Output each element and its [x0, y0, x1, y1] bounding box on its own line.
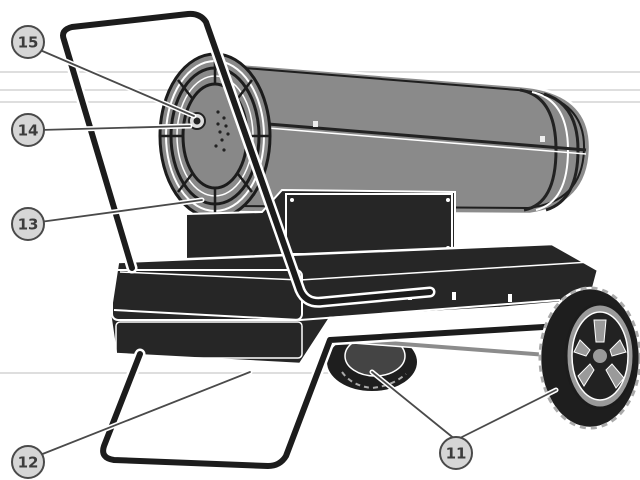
callout-11-label: 11 — [446, 445, 467, 463]
callout-14: 14 — [12, 114, 44, 146]
front-wheel — [540, 288, 640, 428]
callout-13-label: 13 — [18, 216, 39, 234]
callout-12: 12 — [12, 446, 44, 478]
callout-12-label: 12 — [18, 454, 39, 472]
callout-15: 15 — [12, 26, 44, 58]
callout-15-label: 15 — [18, 34, 39, 52]
callout-13: 13 — [12, 208, 44, 240]
callout-14-label: 14 — [18, 122, 39, 140]
front-grille — [160, 54, 270, 218]
callout-11: 11 — [440, 437, 472, 469]
